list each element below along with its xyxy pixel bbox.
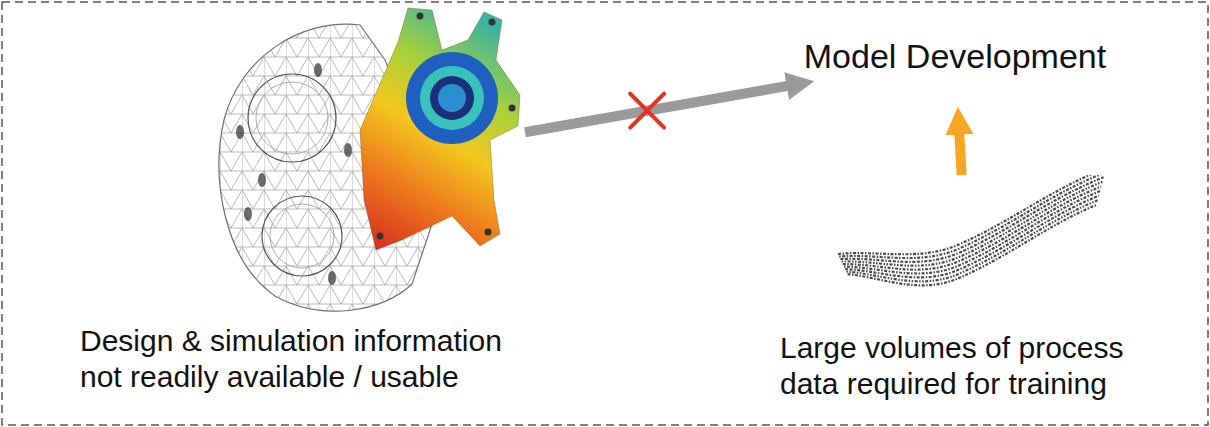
- fea-part-illustration: [210, 5, 525, 315]
- node-title: Model Development: [804, 36, 1106, 77]
- data-arrow: [959, 125, 962, 175]
- blocked-arrow: [525, 84, 796, 132]
- simulation-part-node: Design & simulation information not read…: [210, 5, 525, 315]
- node-caption: Large volumes of process data required f…: [780, 330, 1180, 402]
- blocked-cross: [630, 94, 664, 128]
- process-data-node: Large volumes of process data required f…: [820, 175, 1110, 295]
- binary-stream-illustration: [820, 175, 1110, 295]
- target-text-node: Model Development: [800, 34, 1110, 79]
- node-caption: Design & simulation information not read…: [80, 323, 525, 395]
